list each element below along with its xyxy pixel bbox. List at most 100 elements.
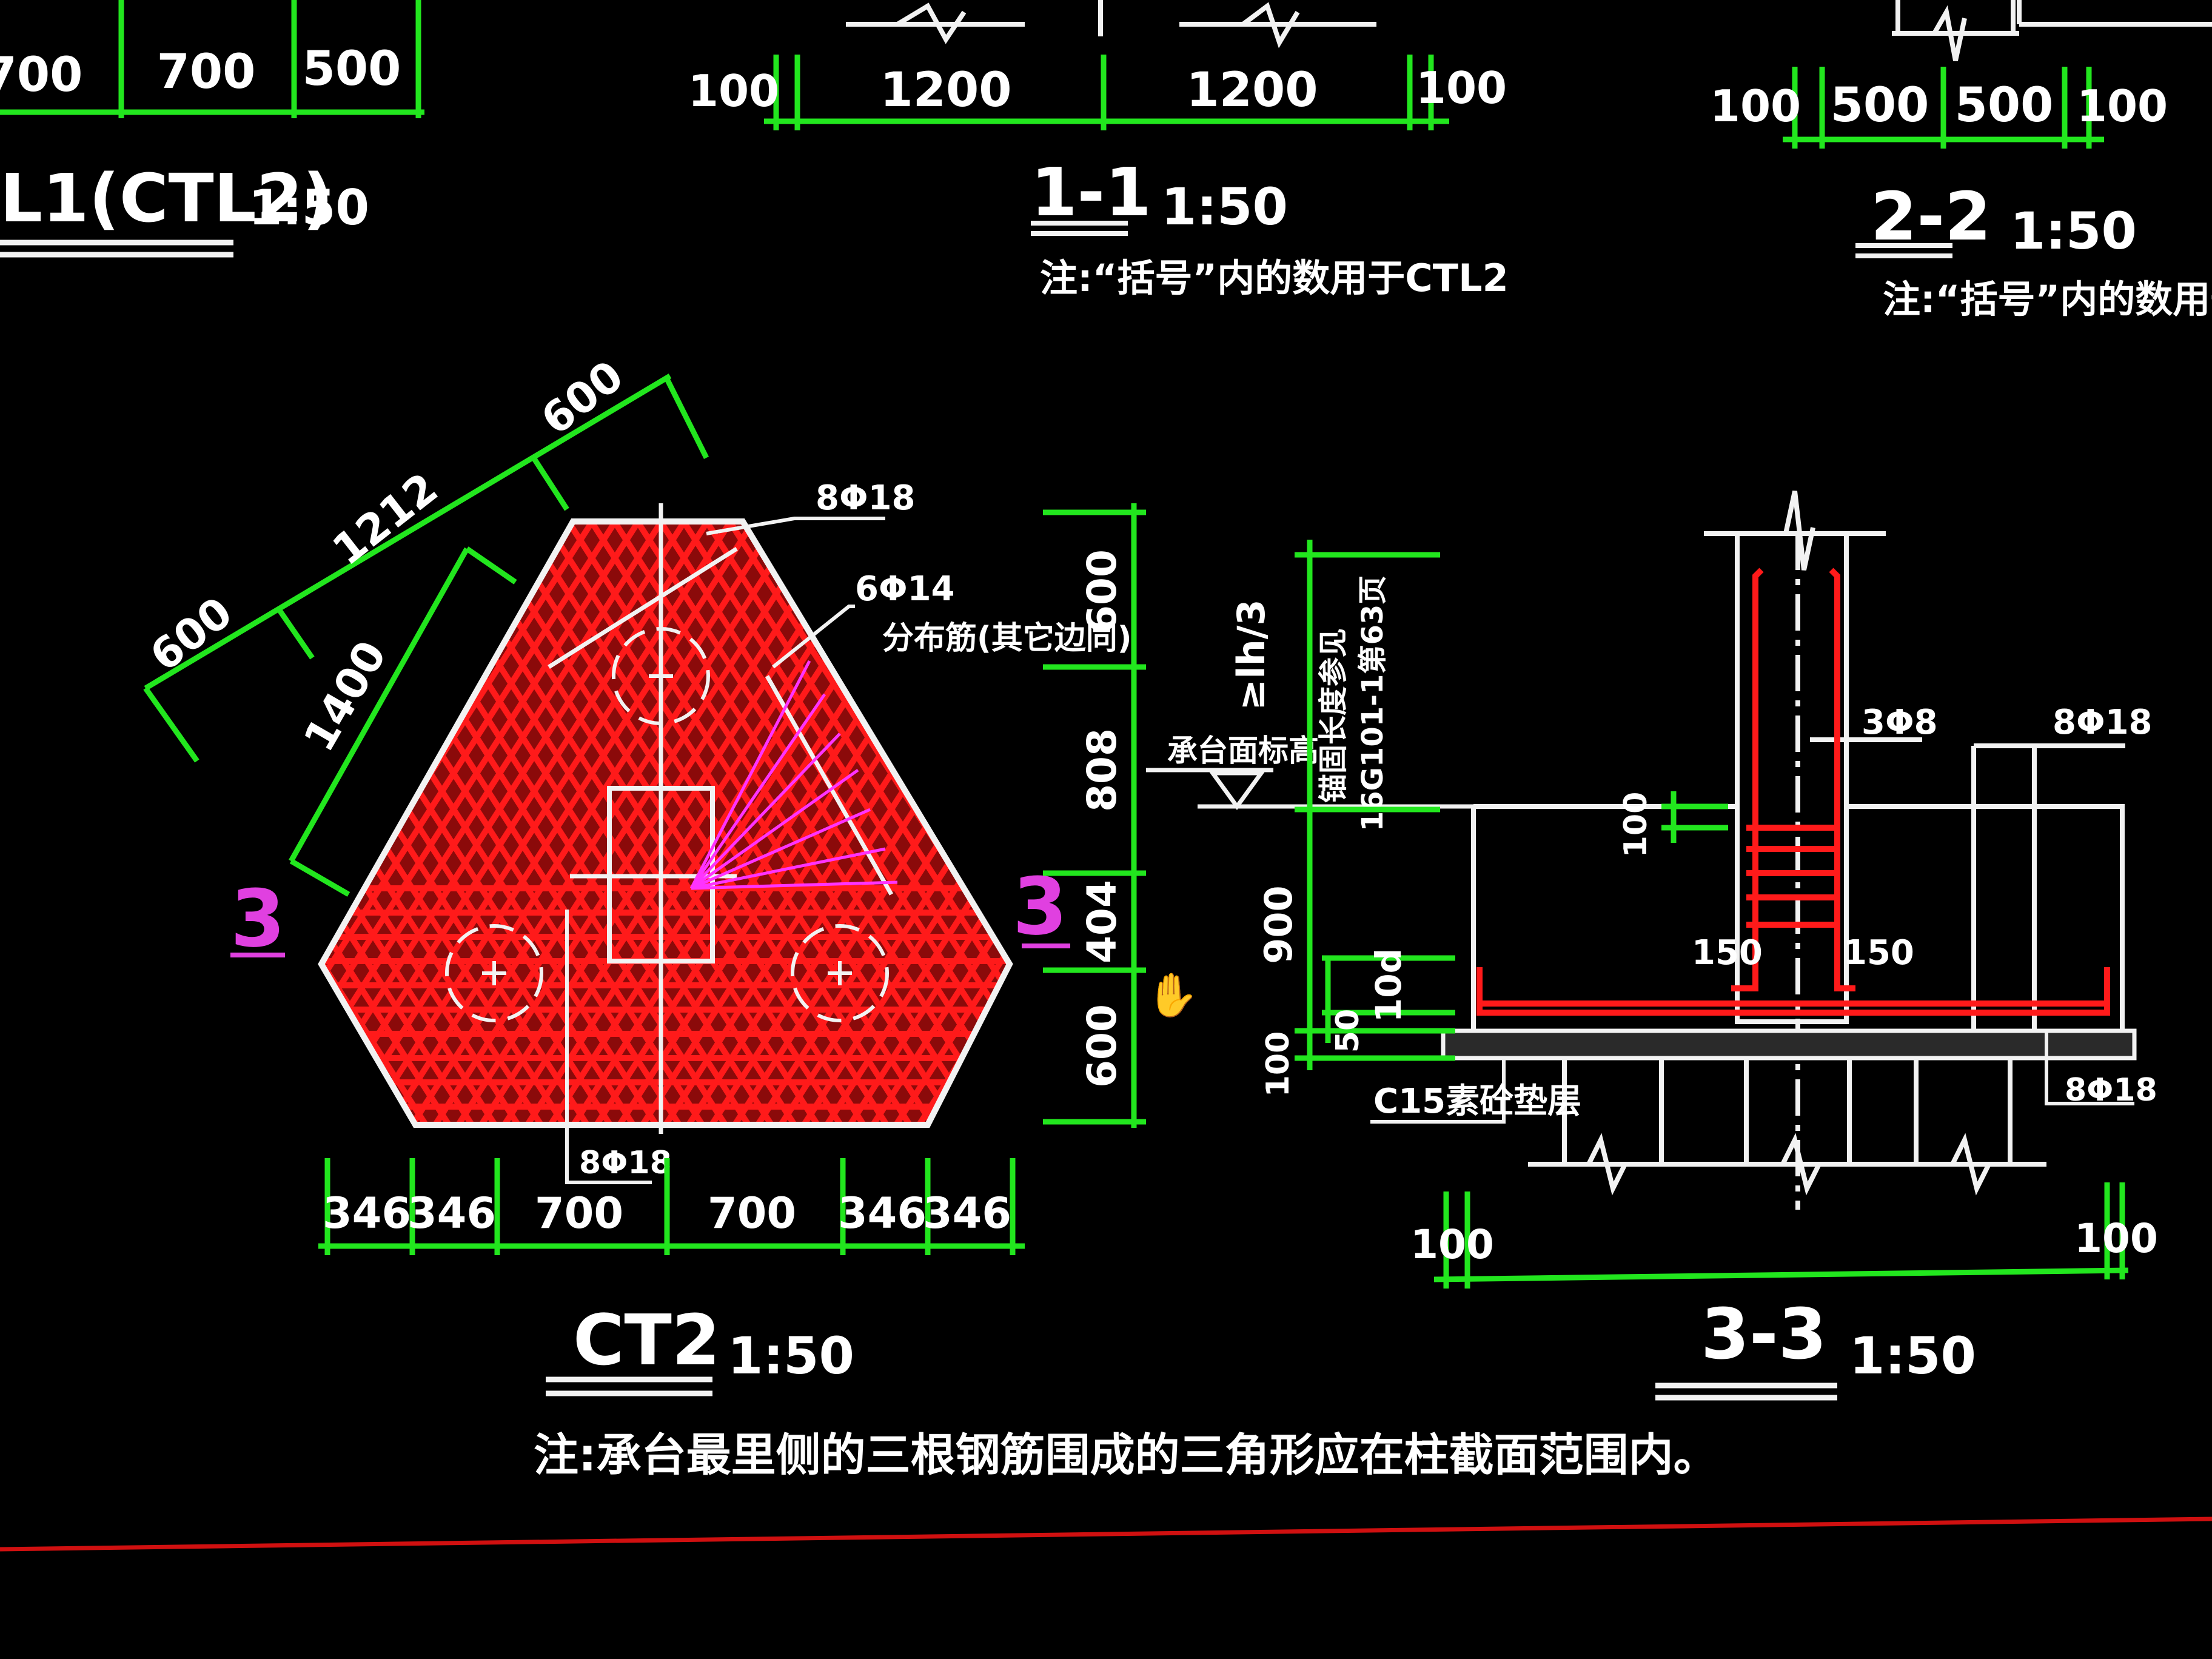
rebar-line bbox=[321, 521, 1010, 1125]
ct2-distribution-label: 分布筋(其它边同) bbox=[882, 620, 1132, 657]
ct2-outline bbox=[318, 518, 1013, 1128]
top-left-title: L1(CTL2) bbox=[0, 159, 333, 237]
section-3-3-dim-50: 50 bbox=[1330, 1009, 1366, 1053]
hand-cursor-icon: ✋ bbox=[1146, 970, 1199, 1020]
elevation-label: 承台面标高 bbox=[1167, 733, 1319, 768]
top-left-fragment: 700 700 500 L1(CTL2) 1:50 bbox=[0, 0, 424, 258]
rebar-line bbox=[397, 521, 1010, 1125]
rebar-line bbox=[321, 521, 902, 1125]
section-3-3-150-left: 150 bbox=[1692, 933, 1763, 973]
cushion-label: C15素砼垫层 bbox=[1373, 1082, 1581, 1121]
section-1-1-note: 注:“括号”内的数用于CTL2 bbox=[1040, 256, 1509, 300]
rebar-line bbox=[374, 521, 1010, 1125]
ct2-pile-right bbox=[791, 924, 889, 1022]
rebar-line bbox=[321, 521, 856, 1125]
section-3-3-bottom-dims bbox=[1433, 1182, 2129, 1289]
rebar-line bbox=[321, 521, 994, 1125]
ct2-rebar-top-label: 8Φ18 bbox=[816, 478, 916, 518]
rebar-line bbox=[321, 521, 1010, 1125]
rebar-line bbox=[858, 521, 1010, 1125]
rebar-line bbox=[323, 521, 1010, 1125]
ct2-bottom-dim-1: 346 bbox=[323, 1188, 411, 1238]
section-3-3-dim-100-top: 100 bbox=[1618, 792, 1654, 858]
top-left-scale: 1:50 bbox=[249, 179, 369, 236]
section-3-3-title: 3-3 bbox=[1701, 1294, 1827, 1375]
rebar-line bbox=[321, 521, 907, 1125]
rebar-line bbox=[321, 521, 925, 1125]
section-1-1-dim-2: 1200 bbox=[880, 63, 1011, 118]
rebar-line bbox=[346, 521, 1010, 1125]
section-1-1-scale: 1:50 bbox=[1161, 177, 1288, 236]
rebar-line bbox=[321, 521, 418, 1125]
ct2-right-dim-3: 404 bbox=[1079, 880, 1125, 964]
ct2-distribution-fan bbox=[689, 660, 898, 890]
ct2-pile-top bbox=[612, 627, 710, 725]
rebar-line bbox=[415, 521, 1010, 1125]
rebar-line bbox=[321, 521, 930, 1125]
rebar-line bbox=[321, 521, 833, 1125]
section-2-2-dim-3: 500 bbox=[1955, 78, 2054, 133]
rebar-line bbox=[321, 521, 1010, 1125]
section-3-3-dim-100-bottom: 100 bbox=[1260, 1031, 1296, 1098]
section-3-3-cushion bbox=[1441, 1028, 2137, 1061]
rebar-line bbox=[321, 521, 971, 1125]
rebar-line bbox=[321, 521, 441, 1125]
rebar-line bbox=[328, 521, 1010, 1125]
section-3-3-bottom-rebar-label: 8Φ18 bbox=[2065, 1072, 2157, 1108]
rebar-line bbox=[466, 521, 1010, 1125]
anchor-note-2: 16G101-1第63页 bbox=[1356, 575, 1390, 832]
ct2-bottom-dim-6: 346 bbox=[923, 1188, 1011, 1238]
section-3-3-rebar bbox=[1476, 568, 2110, 1016]
section-2-2-scale: 1:50 bbox=[2010, 201, 2137, 261]
ct2-plan: 8Φ18 6Φ14 分布筋(其它边同) 8Φ18 600 1212 600 14… bbox=[141, 351, 1718, 1481]
ct2-bottom-dim-4: 700 bbox=[708, 1188, 796, 1238]
rebar-line bbox=[484, 521, 1010, 1125]
ct2-right-dim-2: 808 bbox=[1079, 728, 1125, 812]
ct2-slope-dims bbox=[143, 374, 709, 897]
section-3-3-dim-10d: 10d bbox=[1368, 948, 1409, 1022]
section-1-1-title: 1-1 bbox=[1031, 153, 1151, 231]
rebar-line bbox=[321, 521, 1010, 1125]
ct2-scale: 1:50 bbox=[728, 1326, 854, 1386]
rebar-line bbox=[321, 521, 1010, 1125]
rebar-line bbox=[321, 521, 1010, 1125]
section-1-1-dim-3: 1200 bbox=[1186, 63, 1318, 118]
section-3-3-piles bbox=[1528, 1058, 2046, 1196]
rebar-line bbox=[321, 521, 1010, 1125]
rebar-line bbox=[461, 521, 1010, 1125]
rebar-line bbox=[321, 521, 1010, 1125]
rebar-line bbox=[420, 521, 1010, 1125]
ct2-pile-left bbox=[445, 924, 543, 1022]
rebar-line bbox=[443, 521, 1010, 1125]
section-1-1-dim-4: 100 bbox=[1416, 62, 1507, 113]
section-3-3-top-rebar-label: 8Φ18 bbox=[2053, 703, 2153, 742]
rebar-line bbox=[835, 521, 1010, 1125]
anchor-note-1: 锚固长度参见 bbox=[1316, 628, 1350, 803]
section-2-2-note: 注:“括号”内的数用于CTL2 bbox=[1883, 277, 2212, 321]
section-3-3-bottom-dim-left: 100 bbox=[1410, 1221, 1494, 1268]
rebar-line bbox=[321, 521, 1010, 1125]
section-2-2-dim-2: 500 bbox=[1831, 78, 1929, 133]
ct2-rebar-side-label: 6Φ14 bbox=[855, 569, 955, 609]
rebar-line bbox=[321, 521, 1010, 1125]
top-left-dim-1: 700 bbox=[0, 48, 82, 102]
pile-ratio-label: ≥lh/3 bbox=[1229, 599, 1273, 710]
ct2-title: CT2 bbox=[573, 1300, 720, 1381]
ct2-rebar-mesh bbox=[321, 521, 1010, 1125]
rebar-line bbox=[392, 521, 1010, 1125]
section-2-2-dim-1: 100 bbox=[1710, 81, 1801, 132]
section-2-2-title: 2-2 bbox=[1871, 178, 1991, 255]
rebar-line bbox=[321, 521, 860, 1125]
ct2-bottom-dims bbox=[318, 1158, 1025, 1255]
rebar-line bbox=[321, 521, 953, 1125]
rebar-line bbox=[321, 521, 1010, 1125]
top-left-dim-2: 700 bbox=[157, 45, 256, 99]
drawing-border-line bbox=[0, 1517, 2212, 1552]
section-2-2: 100 500 500 100 2-2 1:50 注:“括号”内的数用于CTL2 bbox=[1710, 0, 2212, 321]
rebar-line bbox=[321, 521, 837, 1125]
section-1-1: 100 1200 1200 100 1-1 1:50 注:“括号”内的数用于CT… bbox=[688, 0, 1509, 300]
rebar-line bbox=[489, 521, 1010, 1125]
section-3-3-cap-outline bbox=[1473, 804, 2125, 1031]
ct2-bottom-dim-3: 700 bbox=[535, 1188, 623, 1238]
